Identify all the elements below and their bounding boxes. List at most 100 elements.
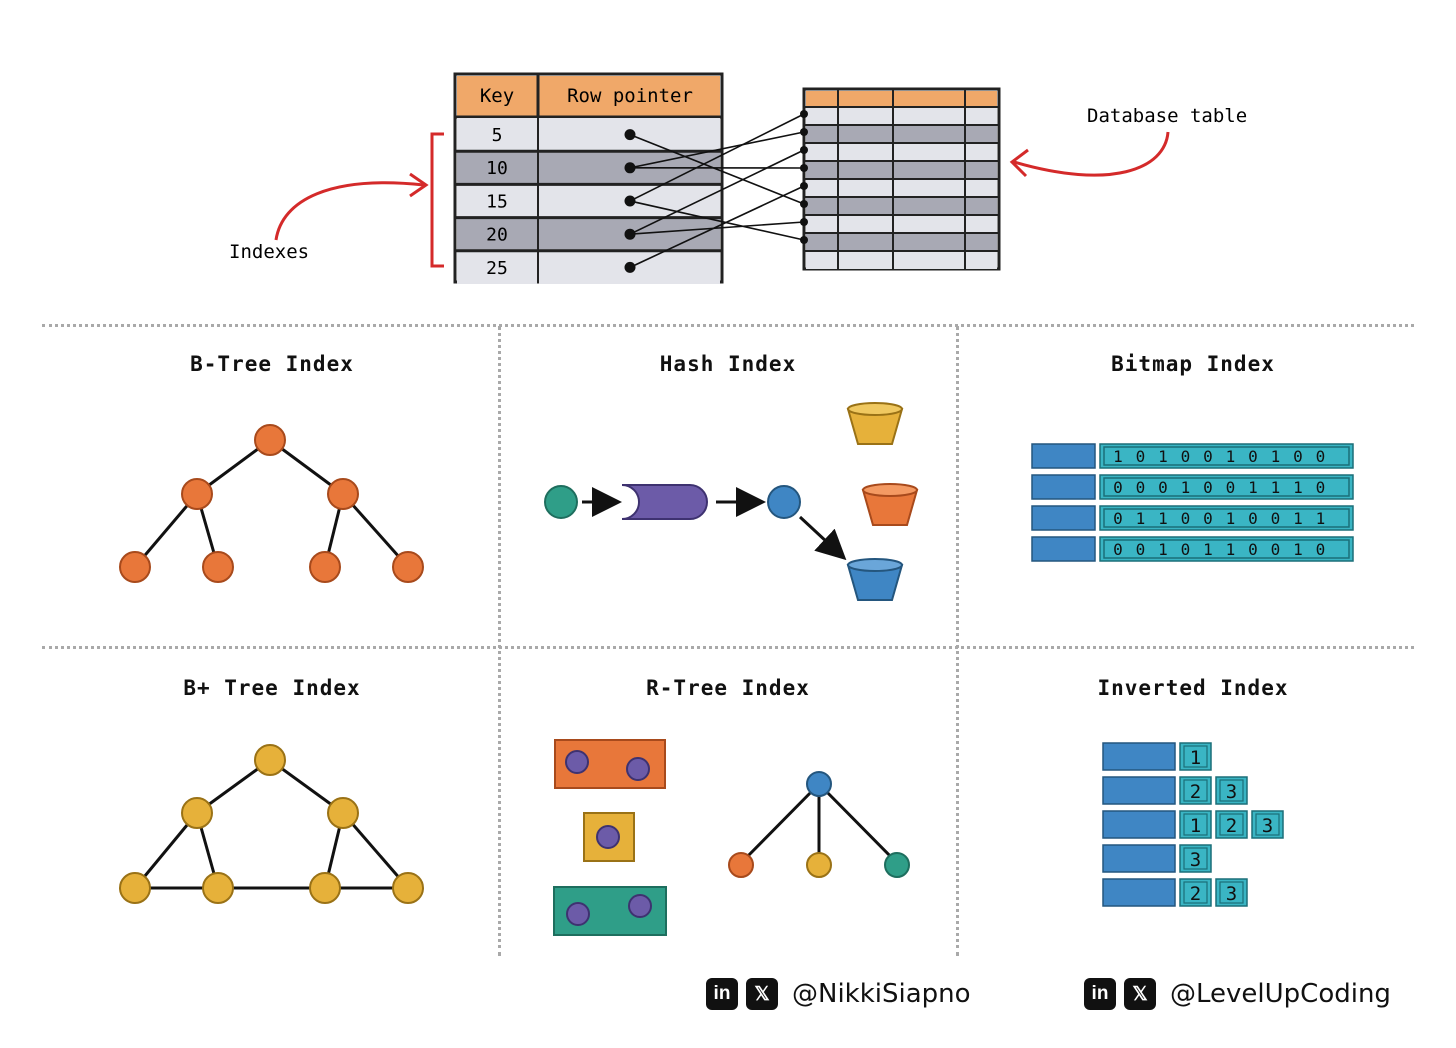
bitmap-bits-bar: [1099, 474, 1354, 500]
pointer-header-cell: [539, 76, 720, 116]
bitmap-bit: 0: [1271, 509, 1281, 528]
inverted-term-bar: [1102, 878, 1176, 907]
bucket-blue: [846, 558, 904, 601]
bitmap-bit: 0: [1113, 509, 1123, 528]
x-icon[interactable]: 𝕏: [1124, 978, 1156, 1010]
key-value: 25: [486, 258, 508, 279]
key-cell: [457, 118, 537, 152]
rtree-child-node: [806, 852, 832, 878]
key-value: 15: [486, 191, 508, 212]
bplus-leaf-node: [119, 872, 151, 904]
rtree-diagram: [553, 739, 910, 936]
bitmap-bit: 1: [1271, 447, 1281, 466]
posting-doc-id: 3: [1262, 815, 1273, 837]
bitmap-bits-bar: [1099, 505, 1354, 531]
bitmap-bit: 1: [1226, 447, 1236, 466]
btree-leaf-node: [309, 551, 341, 583]
db-row: [806, 233, 997, 251]
bitmap-bit: 0: [1316, 540, 1326, 559]
bitmap-bit: 1: [1136, 509, 1146, 528]
bitmap-bit: 0: [1113, 540, 1123, 559]
inverted-term-bar: [1102, 810, 1176, 839]
bitmap-bit: 1: [1316, 509, 1326, 528]
rtree-child-node: [884, 852, 910, 878]
linkedin-icon[interactable]: in: [706, 978, 738, 1010]
posting-cell: [1179, 844, 1212, 873]
db-row-dot: [800, 128, 808, 136]
bitmap-bit: 0: [1136, 478, 1146, 497]
bitmap-bit: 0: [1316, 447, 1326, 466]
bitmap-bit: 0: [1136, 540, 1146, 559]
rtree-title: R-Tree Index: [646, 676, 810, 700]
bitmap-bit: 0: [1248, 509, 1258, 528]
divider-middle: [42, 646, 1414, 649]
bitmap-title: Bitmap Index: [1111, 352, 1275, 376]
bitmap-bit: 1: [1113, 447, 1123, 466]
key-cell: [457, 217, 537, 251]
brand-handle[interactable]: @LevelUpCoding: [1170, 979, 1391, 1009]
linkedin-icon[interactable]: in: [1084, 978, 1116, 1010]
pointer-dot: [624, 129, 636, 141]
bitmap-bit: 0: [1181, 509, 1191, 528]
db-row-dot: [800, 182, 808, 190]
bitmap-bit: 0: [1203, 447, 1213, 466]
db-row-dot: [800, 164, 808, 172]
bitmap-bit: 1: [1158, 540, 1168, 559]
footer-author-left: in 𝕏 @NikkiSiapno: [706, 978, 971, 1010]
btree-diagram: [119, 424, 424, 583]
posting-cell: [1251, 810, 1284, 839]
btree-leaf-node: [119, 551, 151, 583]
bitmap-bit: 1: [1293, 509, 1303, 528]
bitmap-bit: 1: [1226, 540, 1236, 559]
hash-function-shape: [621, 484, 708, 520]
bitmap-bit: 0: [1181, 447, 1191, 466]
key-cell: [457, 184, 537, 218]
bitmap-key-bar: [1031, 505, 1096, 531]
bitmap-bit: 1: [1293, 540, 1303, 559]
posting-doc-id: 3: [1226, 883, 1237, 905]
db-row-dot: [800, 218, 808, 226]
pointer-dot: [624, 195, 636, 207]
hash-key-node: [544, 485, 578, 519]
hash-diagram: [544, 402, 919, 601]
db-row: [806, 143, 997, 161]
inverted-term-bar: [1102, 776, 1176, 805]
author-handle[interactable]: @NikkiSiapno: [792, 979, 971, 1009]
pointer-dot: [624, 261, 636, 273]
bucket-orange: [861, 483, 919, 526]
btree-node: [327, 478, 359, 510]
db-row: [806, 161, 997, 179]
db-row: [806, 125, 997, 143]
posting-cell: [1179, 810, 1212, 839]
db-row: [806, 215, 997, 233]
key-value: 20: [486, 225, 508, 246]
db-row-dot: [800, 146, 808, 154]
bitmap-bit: 0: [1248, 447, 1258, 466]
posting-cell: [1179, 742, 1212, 771]
bitmap-bit: 0: [1293, 447, 1303, 466]
divider-right: [956, 326, 959, 956]
bitmap-bit: 1: [1248, 478, 1258, 497]
key-cell: [457, 151, 537, 185]
btree-title: B-Tree Index: [190, 352, 354, 376]
posting-doc-id: 2: [1190, 781, 1201, 803]
btree-leaf-node: [392, 551, 424, 583]
footer-author-right: in 𝕏 @LevelUpCoding: [1084, 978, 1391, 1010]
bplus-leaf-node: [202, 872, 234, 904]
db-row-dot: [800, 200, 808, 208]
btree-node: [181, 478, 213, 510]
bitmap-bit: 0: [1113, 478, 1123, 497]
hash-title: Hash Index: [659, 352, 797, 376]
rtree-region-yellow: [583, 812, 635, 862]
rtree-root-node: [806, 771, 832, 797]
x-icon[interactable]: 𝕏: [746, 978, 778, 1010]
posting-doc-id: 3: [1190, 849, 1201, 871]
bitmap-bit: 0: [1181, 540, 1191, 559]
posting-cell: [1215, 810, 1248, 839]
db-row: [806, 107, 997, 125]
db-row-dot: [800, 110, 808, 118]
bitmap-bit: 0: [1226, 478, 1236, 497]
